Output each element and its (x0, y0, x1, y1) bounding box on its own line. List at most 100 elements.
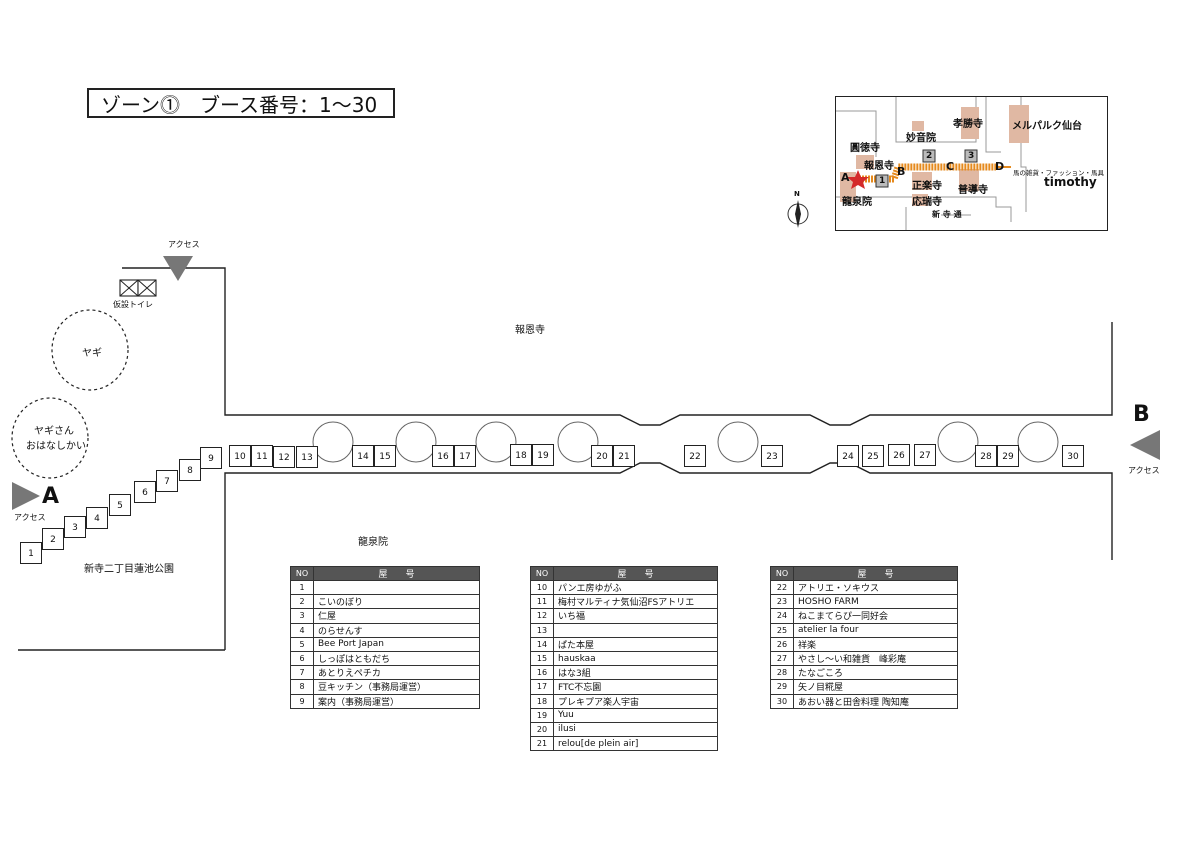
inset-street: 新 寺 通 (932, 210, 962, 219)
booth-7[interactable]: 7 (156, 470, 178, 492)
access-label-a: アクセス (14, 513, 46, 522)
booth-3[interactable]: 3 (64, 516, 86, 538)
booth-21[interactable]: 21 (613, 445, 635, 467)
access-arrow-b (1130, 430, 1160, 460)
booth-26[interactable]: 26 (888, 444, 910, 466)
booth-22[interactable]: 22 (684, 445, 706, 467)
booth-number-cell: 30 (770, 693, 794, 709)
booth-name-cell: ねこまてらぴ一同好会 (793, 608, 958, 624)
booth-23[interactable]: 23 (761, 445, 783, 467)
booth-9[interactable]: 9 (200, 447, 222, 469)
inset-point-d: D (995, 160, 1005, 173)
booth-name-cell: いち福 (553, 608, 718, 624)
booth-name-cell: relou[de plein air] (553, 736, 718, 752)
booth-25[interactable]: 25 (862, 445, 884, 467)
booth-name-cell: 豆キッチン（事務局運営） (313, 679, 480, 695)
booth-27[interactable]: 27 (914, 444, 936, 466)
goat-pen (51, 309, 129, 391)
booth-4[interactable]: 4 (86, 507, 108, 529)
zone-badge-1 (875, 174, 889, 188)
booth-14[interactable]: 14 (352, 445, 374, 467)
entrance-b-label: B (1133, 402, 1150, 427)
inset-fudoji: 普導寺 (958, 185, 988, 196)
booth-15[interactable]: 15 (374, 445, 396, 467)
booth-20[interactable]: 20 (591, 445, 613, 467)
goat-talk-area (11, 397, 89, 479)
zone-badge-2 (922, 149, 936, 163)
booth-6[interactable]: 6 (134, 481, 156, 503)
booth-5[interactable]: 5 (109, 494, 131, 516)
booth-name-cell: Yuu (553, 707, 718, 723)
booth-number-cell: 19 (530, 707, 554, 723)
booth-18[interactable]: 18 (510, 444, 532, 466)
table-row: 1 (290, 579, 480, 596)
booth-number-cell: 22 (770, 579, 794, 596)
booth-29[interactable]: 29 (997, 445, 1019, 467)
legend-header-name: 屋 号 (793, 566, 958, 581)
inset-point-c: C (946, 160, 955, 173)
inset-point-a: A (841, 171, 850, 184)
booth-8[interactable]: 8 (179, 459, 201, 481)
booth-number-cell: 3 (290, 608, 314, 624)
booth-number-cell: 11 (530, 594, 554, 610)
booth-name-cell: こいのぼり (313, 594, 480, 610)
booth-number-cell: 4 (290, 622, 314, 638)
booth-24[interactable]: 24 (837, 445, 859, 467)
booth-number-cell: 28 (770, 665, 794, 681)
booth-number-cell: 24 (770, 608, 794, 624)
booth-17[interactable]: 17 (454, 445, 476, 467)
start-star-icon (847, 170, 869, 189)
inset-ryusenin: 龍泉院 (842, 197, 872, 208)
booth-30[interactable]: 30 (1062, 445, 1084, 467)
booth-12[interactable]: 12 (273, 446, 295, 468)
booth-2[interactable]: 2 (42, 528, 64, 550)
booth-16[interactable]: 16 (432, 445, 454, 467)
booth-name-cell: ぱた本屋 (553, 636, 718, 652)
booth-13[interactable]: 13 (296, 446, 318, 468)
toilet-icon (119, 279, 157, 297)
booth-number-cell: 7 (290, 665, 314, 681)
booth-11[interactable]: 11 (251, 445, 273, 467)
booth-name-cell: 祥楽 (793, 636, 958, 652)
inset-ozuiji: 応瑞寺 (912, 197, 942, 208)
temple-blocks (840, 105, 1029, 206)
inset-zone-3-label: 3 (968, 151, 975, 161)
booth-name-cell: しっぽはともだち (313, 650, 480, 667)
inset-map-lines (836, 97, 1029, 230)
booth-28[interactable]: 28 (975, 445, 997, 467)
inset-houonji: 報恩寺 (864, 161, 894, 172)
ryusenin-label: 龍泉院 (358, 537, 388, 548)
booth-19[interactable]: 19 (532, 444, 554, 466)
booth-name-cell: FTC不忘園 (553, 679, 718, 695)
booth-name-cell: ilusi (553, 721, 718, 738)
inset-timothy: timothy (1044, 175, 1097, 189)
goat-talk-label-2: おはなしかい (26, 441, 86, 452)
booth-number-cell: 29 (770, 679, 794, 695)
legend-header-no: NO (770, 566, 794, 581)
booth-number-cell: 25 (770, 622, 794, 638)
booth-10[interactable]: 10 (229, 445, 251, 467)
inset-kosyoji: 孝勝寺 (953, 119, 983, 130)
booth-number-cell: 18 (530, 693, 554, 709)
booth-number-cell: 16 (530, 665, 554, 681)
booth-number-cell: 23 (770, 594, 794, 610)
inset-melparque: メルパルク仙台 (1012, 121, 1082, 132)
booth-name-cell: はな3組 (553, 665, 718, 681)
booth-1[interactable]: 1 (20, 542, 42, 564)
